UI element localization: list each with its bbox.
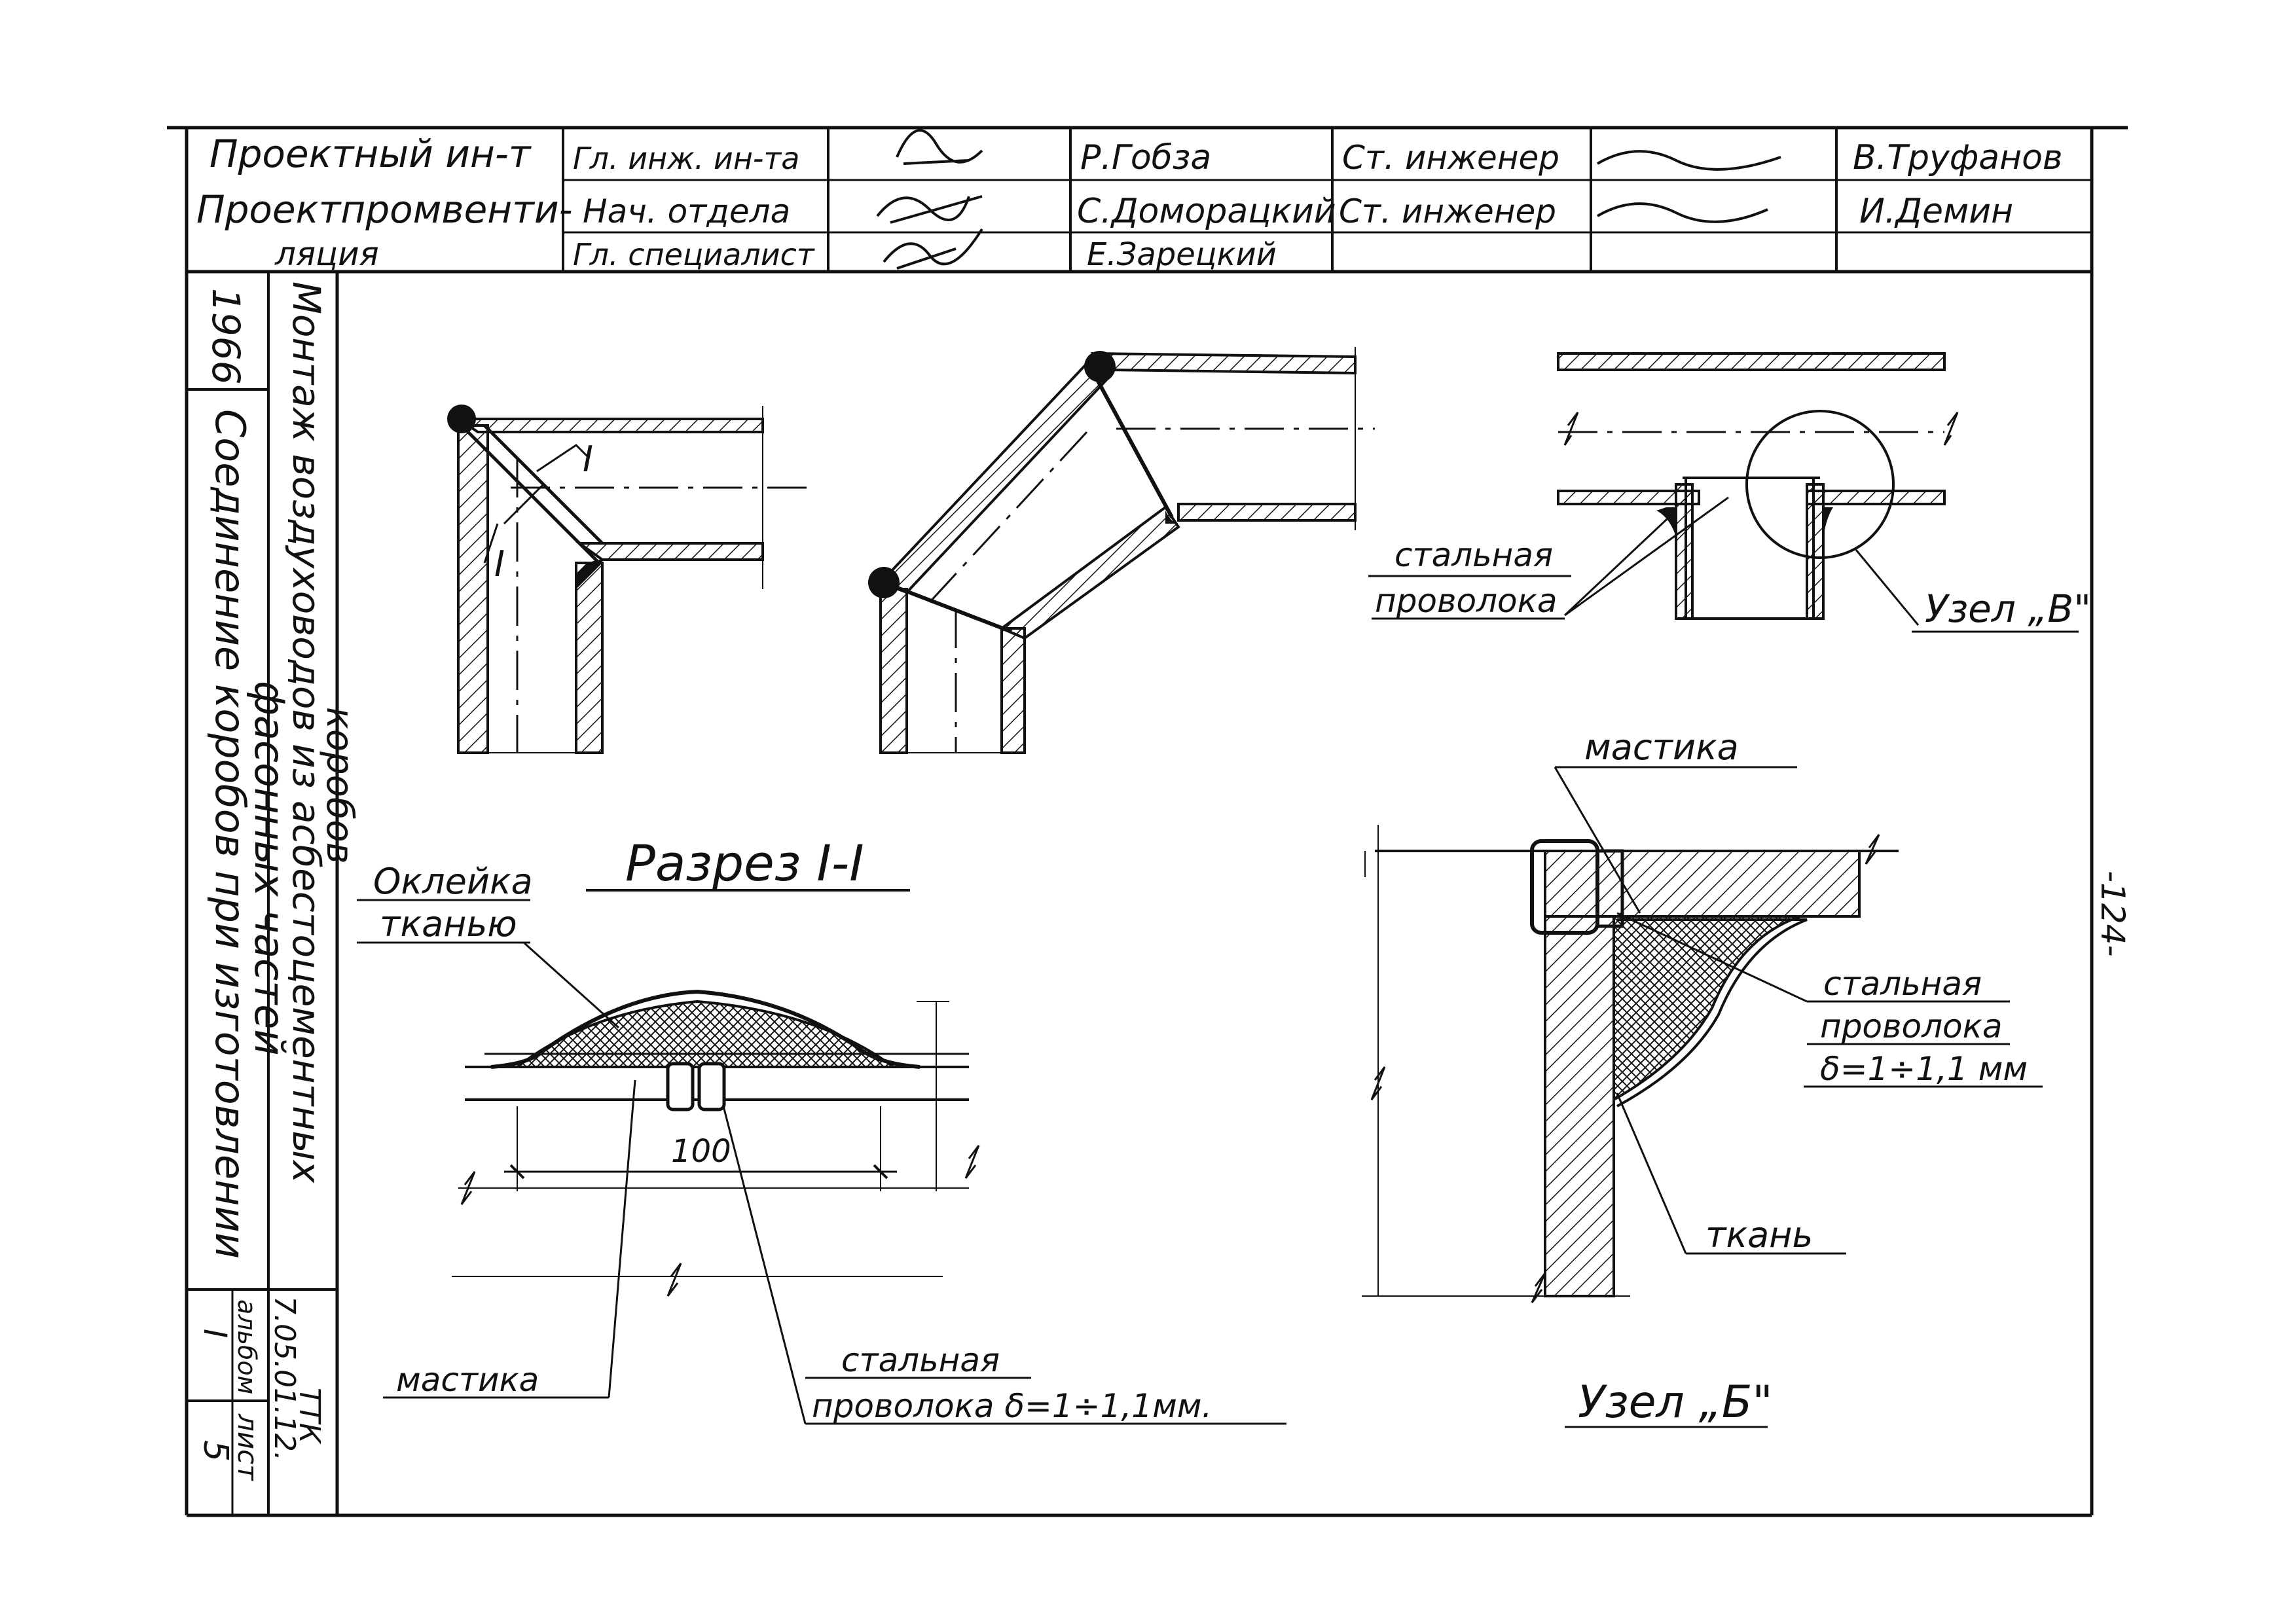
stamp-album-label: альбом bbox=[232, 1299, 261, 1394]
tee-node-v-drawing: стальная проволока Узел „В" bbox=[1368, 352, 2091, 633]
stamp-album-value: I bbox=[196, 1329, 233, 1338]
wire-label-node-b-line1: стальная bbox=[1823, 965, 1982, 1003]
title-block: Проектный ин-т Проектпромвенти- ляция Гл… bbox=[187, 128, 2092, 274]
stamp-year: 1966 bbox=[204, 288, 248, 385]
dimension-value: 100 bbox=[671, 1133, 731, 1170]
role-chief-engineer: Гл. инж. ин-та bbox=[573, 141, 799, 176]
section-title: Разрез I-I bbox=[625, 834, 864, 892]
name-gobza: Р.Гобза bbox=[1080, 138, 1211, 177]
wire-label-top-line2: проволока bbox=[1375, 582, 1557, 620]
wire-label-section-line2: проволока δ=1÷1,1мм. bbox=[812, 1387, 1212, 1425]
wire-label-top-line1: стальная bbox=[1394, 536, 1553, 574]
name-demin: И.Демин bbox=[1859, 192, 2013, 231]
section-i-i-drawing: Разрез I-I Оклейка тканью 100 мастика bbox=[357, 834, 1286, 1425]
fabric-label-line1: Оклейка bbox=[373, 861, 533, 902]
page-number: -124- bbox=[2094, 871, 2132, 957]
wire-label-node-b-line2: проволока bbox=[1820, 1007, 2002, 1045]
node-v-label: Узел „В" bbox=[1925, 586, 2091, 631]
stamp-subtitle-line2: фасонных частей bbox=[246, 681, 293, 1056]
org-name-line2: Проектпромвенти- bbox=[196, 187, 573, 232]
side-stamp: 1966 Соединение коробов при изготовлении… bbox=[187, 272, 361, 1515]
mastic-label-section: мастика bbox=[396, 1361, 539, 1399]
stamp-sheet-label: лист bbox=[232, 1413, 264, 1481]
name-domoratsky: С.Доморацкий bbox=[1077, 192, 1336, 231]
elbow-90-drawing: I I bbox=[447, 405, 809, 754]
mastic-label-node-b: мастика bbox=[1584, 727, 1739, 768]
stamp-sheet-value: 5 bbox=[196, 1440, 235, 1462]
org-name-line3: ляция bbox=[274, 235, 379, 273]
wire-label-node-b-line3: δ=1÷1,1 мм bbox=[1820, 1050, 2028, 1088]
wire-label-section-line1: стальная bbox=[841, 1341, 1000, 1379]
role-senior-engineer-1: Ст. инженер bbox=[1342, 139, 1559, 177]
role-head-of-department: Нач. отдела bbox=[583, 192, 790, 230]
sheet-frame bbox=[167, 126, 2128, 1517]
elbow-45-drawing bbox=[868, 347, 1375, 754]
org-name-line1: Проектный ин-т bbox=[210, 132, 532, 176]
fabric-label-node-b: ткань bbox=[1705, 1214, 1813, 1255]
signature-marks bbox=[876, 129, 1781, 270]
stamp-title-line1: Монтаж воздуховодов из асбестоцементных bbox=[284, 281, 329, 1183]
role-chief-specialist: Гл. специалист bbox=[573, 237, 815, 272]
name-trufanov: В.Труфанов bbox=[1853, 138, 2063, 177]
stamp-title-line2: коробов bbox=[318, 707, 361, 864]
section-mark-1: I bbox=[494, 543, 505, 585]
name-zaretsky: Е.Зарецкий bbox=[1087, 236, 1277, 273]
stamp-code-line1: ТТК bbox=[293, 1388, 326, 1445]
fabric-label-line2: тканью bbox=[380, 903, 517, 945]
node-b-drawing: мастика стальная проволока δ=1÷1,1 мм тк… bbox=[1362, 727, 2043, 1428]
node-b-title: Узел „Б" bbox=[1578, 1377, 1773, 1428]
section-mark-2: I bbox=[583, 439, 593, 480]
stamp-subtitle-line1: Соединение коробов при изготовлении bbox=[206, 409, 254, 1259]
stamp-code-line2: 7.05.01.12. bbox=[268, 1296, 301, 1461]
role-senior-engineer-2: Ст. инженер bbox=[1339, 192, 1556, 230]
